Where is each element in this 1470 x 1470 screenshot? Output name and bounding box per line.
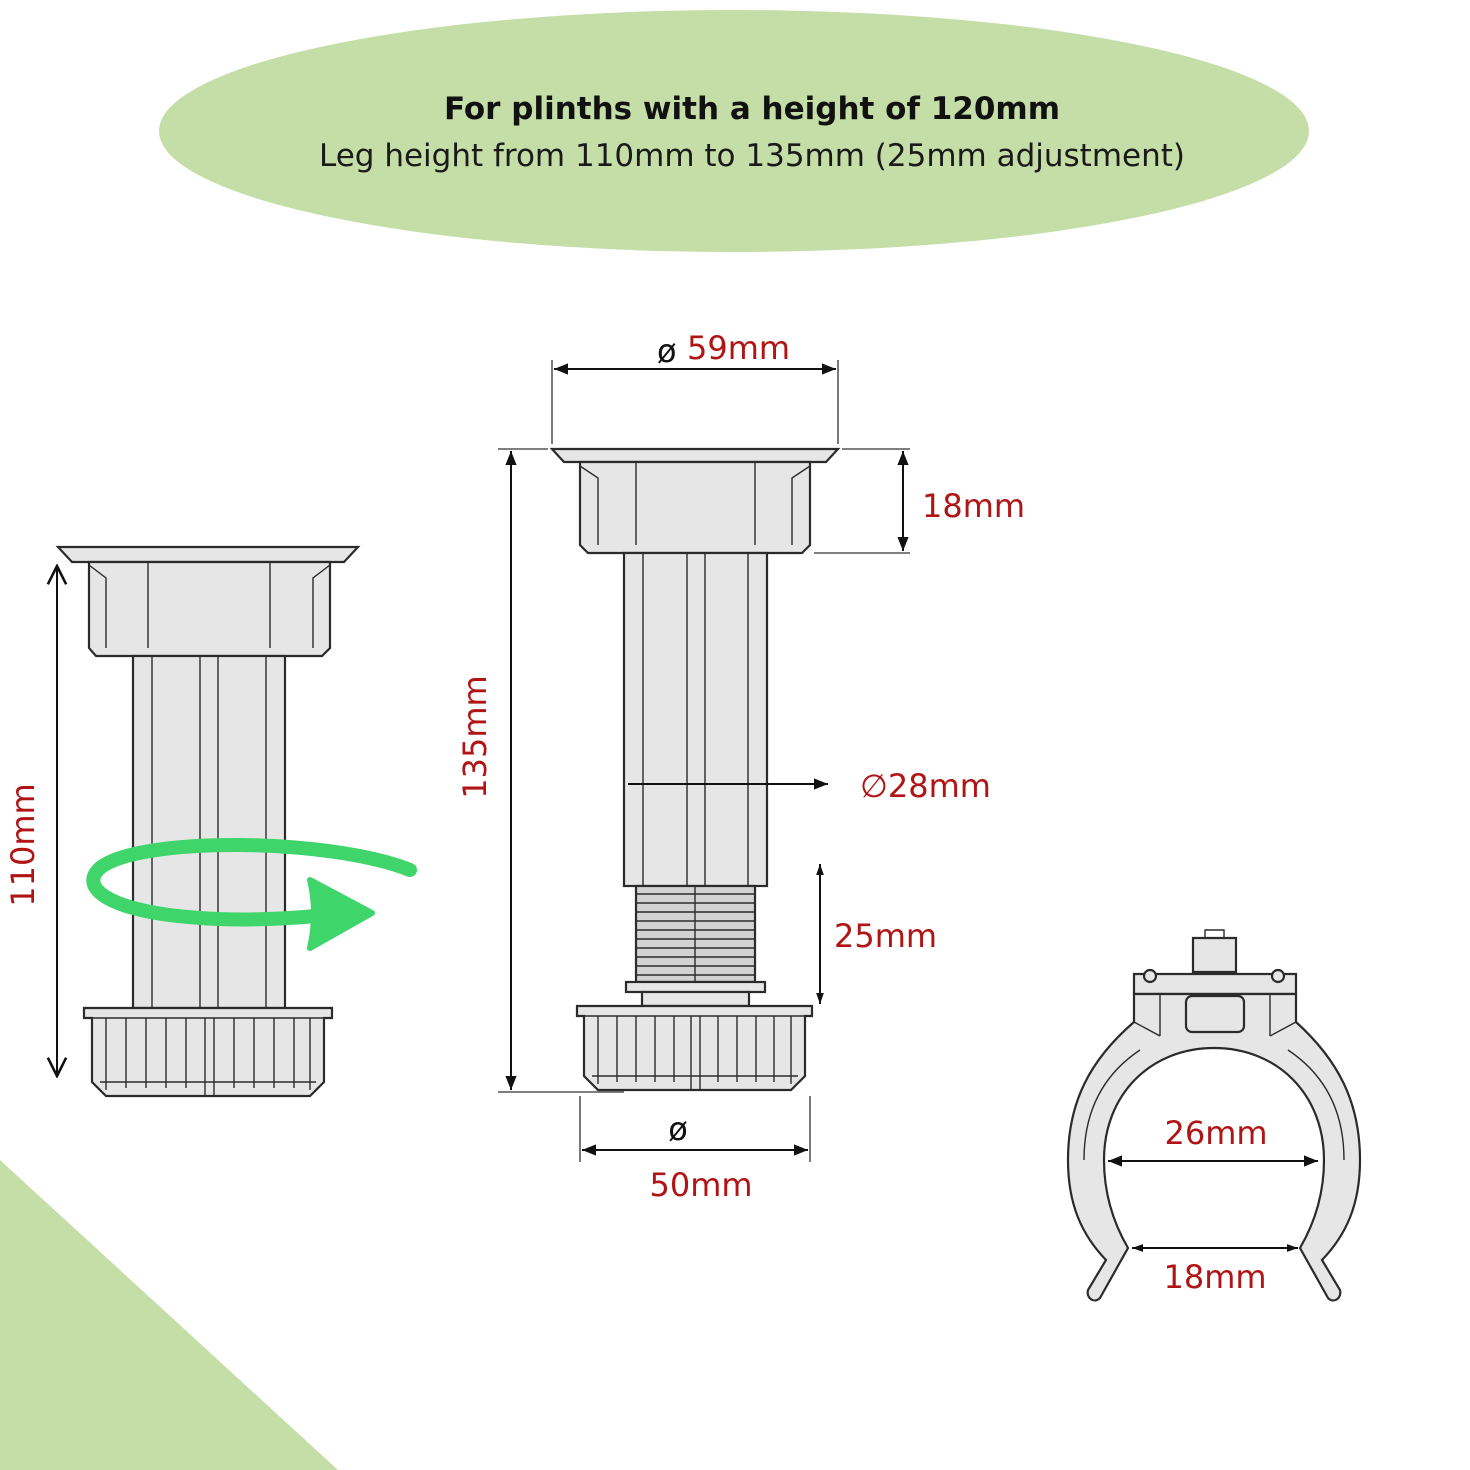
dim-clip-inner-label: 18mm	[1163, 1258, 1266, 1296]
dim-left-height-label: 110mm	[4, 783, 42, 906]
dim-clip-outer-label: 26mm	[1164, 1114, 1267, 1152]
dim-cap-height-label: 18mm	[922, 487, 1025, 525]
corner-triangle	[0, 1160, 338, 1470]
dim-top-diameter-symbol: ø	[657, 332, 677, 370]
dim-top-diameter-label: 59mm	[687, 329, 790, 367]
left-leg	[55, 545, 361, 1098]
dim-total-height-label: 135mm	[456, 675, 494, 798]
header-subtitle: Leg height from 110mm to 135mm (25mm adj…	[319, 138, 1185, 174]
dim-adjustment-label: 25mm	[834, 917, 937, 955]
plinth-clip	[1066, 929, 1362, 1302]
header-ellipse	[159, 10, 1309, 252]
dim-base-diameter-label: 50mm	[649, 1166, 752, 1204]
dim-tube-diameter-label: ∅28mm	[860, 767, 991, 805]
dim-base-diameter-symbol: ø	[668, 1110, 688, 1148]
center-leg	[549, 447, 841, 1092]
rotate-arrow-icon	[86, 837, 417, 951]
header-title: For plinths with a height of 120mm	[444, 91, 1060, 127]
